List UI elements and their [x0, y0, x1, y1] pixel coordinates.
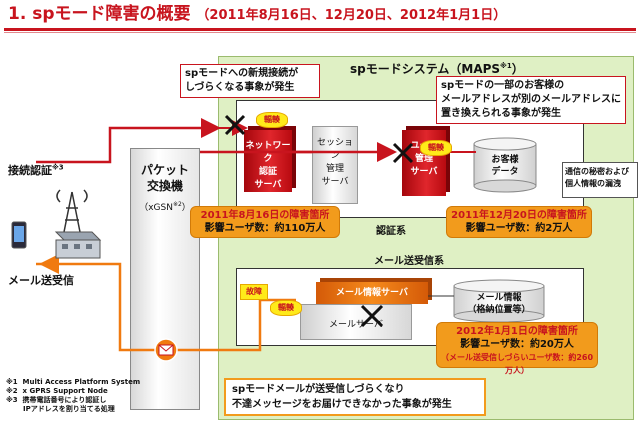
callout-aug-line1: 2011年8月16日の障害箇所	[200, 210, 330, 221]
packet-sub-end: ）	[181, 203, 191, 213]
note-bottom-line2: 不達メッセージをお届けできなかった事象が発生	[232, 399, 452, 410]
title-dates: （2011年8月16日、12月20日、2012年1月1日）	[196, 8, 507, 23]
failure-cross-icon	[224, 114, 414, 328]
note-new-connection-line1: spモードへの新規接続が	[185, 68, 299, 79]
title-main: 1. spモード障害の概要	[8, 4, 191, 24]
callout-dec-2011: 2011年12月20日の障害箇所 影響ユーザ数：約2万人	[446, 206, 592, 238]
congestion-badge-1: 輻輳	[256, 112, 288, 128]
note-new-connection: spモードへの新規接続が しづらくなる事象が発生	[180, 64, 320, 98]
base-station-icon	[54, 231, 102, 259]
note-mail-address: spモードの一部のお客様の メールアドレスが別のメールアドレスに 置き換えられる…	[436, 76, 626, 124]
mail-info-db-label-1: メール情報	[476, 293, 522, 303]
mail-info-server: メール情報サーバ	[316, 282, 428, 304]
callout-dec-line1: 2011年12月20日の障害箇所	[451, 210, 587, 221]
callout-jan-2012: 2012年1月1日の障害箇所 影響ユーザ数：約20万人 （メール送受信しづらいユ…	[436, 322, 598, 375]
maps-title: spモードシステム（MAPS※1）	[350, 60, 524, 77]
mail-server: メールサーバ	[300, 304, 412, 340]
callout-jan-line1: 2012年1月1日の障害箇所	[456, 326, 578, 337]
callout-dec-line2: 影響ユーザ数：約2万人	[465, 223, 573, 234]
packet-switch-xgsn	[130, 148, 200, 410]
packet-sub-footnote: ※2	[172, 201, 182, 208]
auth-system-label: 認証系	[376, 226, 406, 237]
note-secret-leak: 通信の秘密および 個人情報の漏洩	[562, 162, 638, 198]
footnotes: ※1 Multi Access Platform System ※2 x GPR…	[6, 378, 141, 413]
note-mail-address-line1: spモードの一部のお客様の	[441, 80, 565, 91]
customer-data-cylinder	[473, 137, 537, 193]
session-management-server: セッション 管理 サーバ	[312, 126, 358, 204]
packet-label-line1: パケット	[140, 163, 189, 177]
mail-flow-arrows	[36, 254, 454, 352]
network-auth-label-2: 認証	[258, 167, 277, 177]
packet-switch-label: パケット 交換機	[132, 162, 198, 194]
session-label-3: サーバ	[321, 177, 349, 187]
smartphone-icon	[11, 221, 27, 249]
callout-aug-line2: 影響ユーザ数：約110万人	[204, 223, 326, 234]
congestion-badge-2: 輻輳	[420, 140, 452, 156]
session-label-2: 管理	[325, 164, 344, 174]
packet-sub-text: （xGSN	[139, 203, 173, 213]
note-new-connection-line2: しづらくなる事象が発生	[185, 82, 295, 93]
callout-jan-line2: 影響ユーザ数：約20万人	[460, 339, 574, 350]
customer-data-label-2: データ	[491, 167, 519, 177]
page-title: 1. spモード障害の概要 （2011年8月16日、12月20日、2012年1月…	[8, 2, 632, 26]
customer-data-label: お客様 データ	[474, 154, 536, 178]
fault-badge: 故障	[240, 284, 268, 300]
network-auth-label-1: ネットワーク	[245, 141, 291, 164]
mail-send-receive-label: メール送受信	[8, 274, 74, 287]
note-bottom-line1: spモードメールが送受信しづらくなり	[232, 384, 405, 395]
mail-envelope-icon	[154, 338, 178, 362]
maps-title-footnote: ※1	[500, 62, 512, 70]
user-mgmt-label-2: 管理	[414, 154, 433, 164]
maps-title-end: ）	[511, 62, 524, 76]
network-auth-server: ネットワーク 認証 サーバ	[244, 130, 292, 192]
note-mail-undelivered: spモードメールが送受信しづらくなり 不達メッセージをお届けできなかった事象が発…	[224, 378, 486, 416]
callout-aug-2011: 2011年8月16日の障害箇所 影響ユーザ数：約110万人	[190, 206, 340, 238]
packet-label-line2: 交換機	[146, 179, 183, 193]
connection-auth-label: 接続認証※3	[8, 162, 64, 178]
packet-switch-sub: （xGSN※2）	[132, 200, 198, 213]
note-secret-line2: 個人情報の漏洩	[565, 179, 621, 188]
antenna-tower-icon	[56, 189, 88, 233]
mail-info-db-label-2: （格納位置等）	[467, 305, 531, 315]
network-auth-label-3: サーバ	[254, 180, 282, 190]
mail-info-db-cylinder	[453, 279, 545, 323]
title-underline	[4, 28, 636, 31]
note-mail-address-line2: メールアドレスが別のメールアドレスに	[441, 94, 621, 105]
user-mgmt-label-3: サーバ	[410, 167, 438, 177]
session-label-1: セッション	[316, 138, 353, 161]
maps-title-text: spモードシステム（MAPS	[350, 62, 501, 76]
mail-info-db-label: メール情報 （格納位置等）	[454, 292, 544, 316]
customer-data-label-1: お客様	[491, 155, 519, 165]
connection-auth-text: 接続認証	[8, 164, 52, 177]
title-underline-thin	[4, 32, 636, 33]
callout-jan-line3: （メール送受信しづらいユーザ数：約260万人）	[440, 353, 594, 375]
note-secret-line1: 通信の秘密および	[565, 167, 629, 176]
congestion-badge-3: 輻輳	[270, 300, 302, 316]
mail-system-label: メール送受信系	[374, 256, 444, 267]
note-mail-address-line3: 置き換えられる事象が発生	[441, 108, 561, 119]
connection-auth-footnote: ※3	[52, 163, 64, 172]
